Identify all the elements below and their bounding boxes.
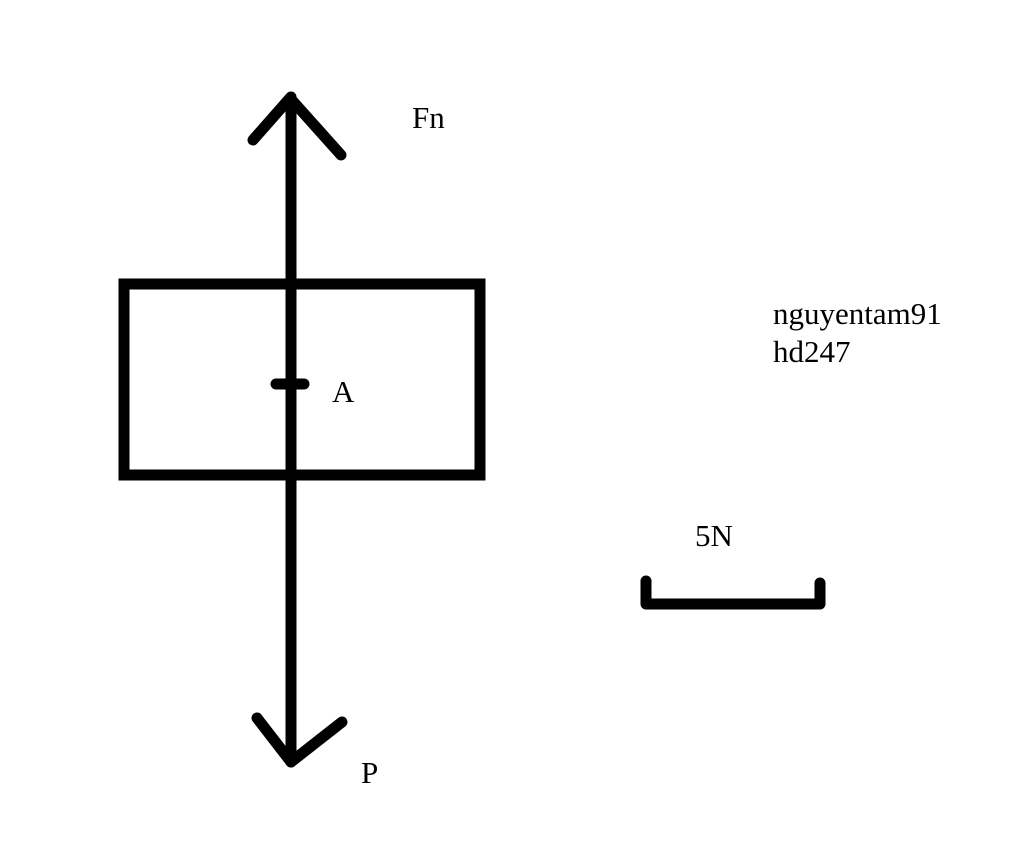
watermark-line-1: nguyentam91: [773, 296, 942, 331]
block-body: [118, 278, 486, 481]
watermark-line-2: hd247: [773, 334, 851, 369]
normal-force-label: Fn: [412, 100, 445, 135]
scale-label: 5N: [695, 518, 733, 553]
scale-bar: [640, 575, 826, 610]
weight-arrowhead: [251, 712, 348, 768]
author-watermark: nguyentam91 hd247: [773, 295, 942, 371]
weight-label: P: [361, 755, 379, 790]
point-a-label: A: [332, 374, 355, 409]
normal-force-arrowhead: [247, 92, 347, 161]
